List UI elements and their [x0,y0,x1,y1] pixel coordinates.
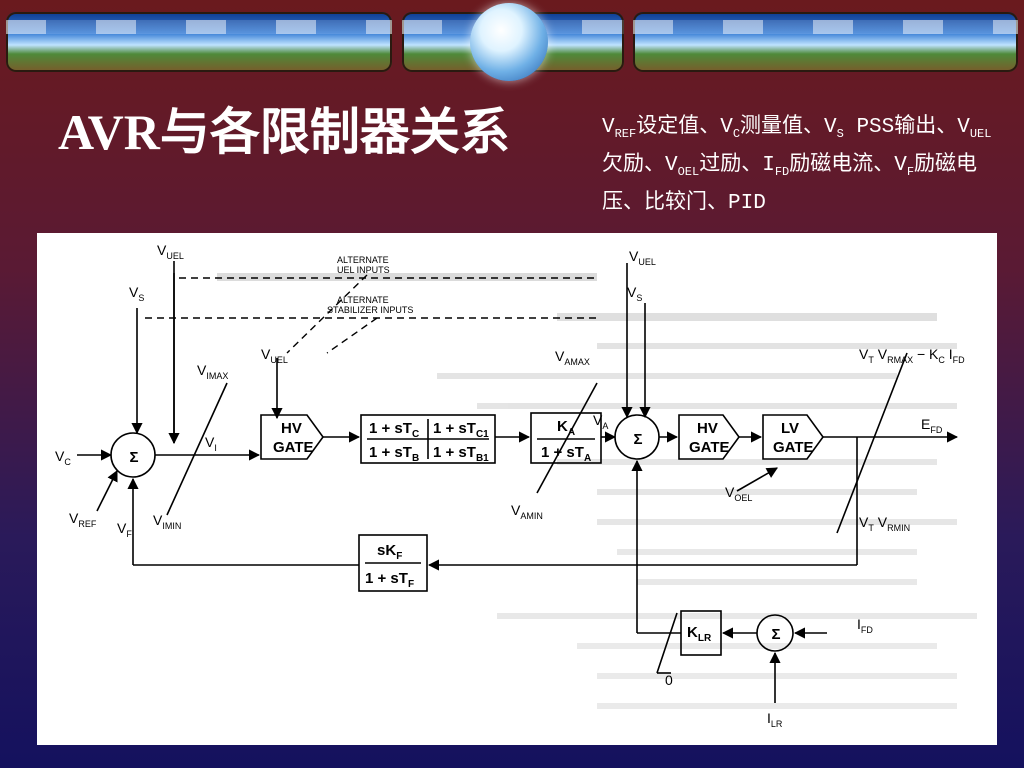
background-scan-text [217,273,977,709]
hv1-label-a: HV [281,420,302,437]
efd-label: EFD [921,416,943,435]
hv-gate-2 [678,414,740,460]
vamax-label: VAMAX [555,348,590,367]
hv2-label-a: HV [697,420,718,437]
kf-block [358,534,428,592]
ka-den: 1 + sTA [541,444,591,464]
vuel-top-label: VUEL [157,242,184,261]
klr-label: KLR [687,624,712,644]
left-sum-symbol: Σ [129,449,138,466]
avr-block-diagram: Σ Σ Σ HV GATE HV GATE LV GATE 1 + sTC 1 … [37,233,997,745]
vi-label: VI [205,434,217,453]
kf-num: sKF [377,542,402,562]
lv-label-a: LV [781,420,799,437]
vs-left-label: VS [129,284,144,303]
alt-uel-line2: UEL INPUTS [337,265,390,275]
alt-stab-line1: ALTERNATE [337,295,389,305]
lead2-num: 1 + sTC1 [433,420,489,440]
vs-right-label: VS [627,284,642,303]
vimin-label: VIMIN [153,512,181,531]
hv2-label-b: GATE [689,439,730,456]
lr-sum-symbol: Σ [771,626,780,643]
lv-gate [762,414,824,460]
vrmax-label: VT VRMAX − KC IFD [859,346,965,365]
vc-label: VC [55,448,71,467]
ka-block [530,412,602,464]
lead2-den: 1 + sTB1 [433,444,489,464]
ka-num: KA [557,418,575,438]
alt-uel-line1: ALTERNATE [337,255,389,265]
vref-label: VREF [69,510,97,529]
top-banner-left [6,12,392,72]
vrmin-label: VT VRMIN [859,514,910,533]
kf-den: 1 + sTF [365,570,414,590]
slide-title: AVR与各限制器关系 [58,104,510,160]
vuel-top2-label: VUEL [629,248,656,267]
lead1-den: 1 + sTB [369,444,419,464]
hv-gate-1 [260,414,324,460]
top-banner-right [633,12,1018,72]
block-diagram-svg: Σ Σ Σ HV GATE HV GATE LV GATE 1 + sTC 1 … [55,242,977,729]
vf-label: VF [117,520,132,539]
lv-label-b: GATE [773,439,814,456]
zero-label: 0 [665,672,673,688]
symbol-legend: VREF设定值、VC测量值、VS PSS输出、VUEL欠励、VOEL过励、IFD… [602,116,992,216]
vuel-mid-label: VUEL [261,346,288,365]
voel-label: VOEL [725,484,752,503]
va-label: VA [593,412,608,431]
lead1-num: 1 + sTC [369,420,419,440]
vimax-label: VIMAX [197,362,228,381]
right-sum-symbol: Σ [633,431,642,448]
vamin-label: VAMIN [511,502,543,521]
lead-lag-block [360,414,496,464]
ifd-label: IFD [857,616,873,635]
alt-stab-line2: STABILIZER INPUTS [327,305,413,315]
globe-icon [470,3,548,81]
ilr-label: ILR [767,710,783,729]
hv1-label-b: GATE [273,439,314,456]
